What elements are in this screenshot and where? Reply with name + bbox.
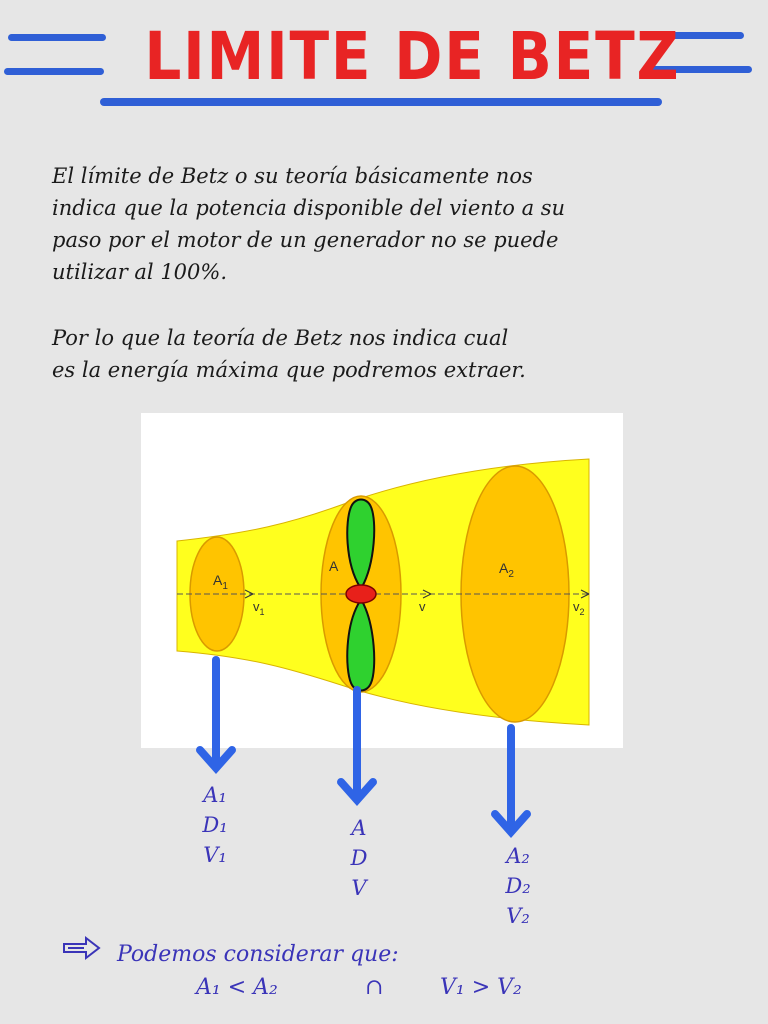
- label-area: A: [351, 816, 367, 840]
- intro-paragraph: El límite de Betz o su teoría básicament…: [52, 160, 742, 288]
- header-line-right-top: [654, 32, 744, 39]
- conclusion-text: Podemos considerar que:: [117, 942, 399, 967]
- blade-top: [346, 498, 376, 588]
- formula-areas: A₁ < A₂: [196, 975, 278, 1000]
- arrow-v: [422, 589, 432, 599]
- label-area-2: A₂: [506, 844, 530, 868]
- label-group-left: A₁ D₁ V₁: [190, 780, 240, 870]
- formula-velocities: V₁ > V₂: [440, 975, 522, 1000]
- header-line-right-bottom: [650, 66, 752, 73]
- label-density-1: D₁: [202, 813, 228, 837]
- label-a: A: [329, 558, 339, 574]
- intro-line: paso por el motor de un generador no se …: [52, 228, 559, 252]
- double-arrow-icon: [62, 935, 102, 967]
- intro-line: indica que la potencia disponible del vi…: [52, 196, 566, 220]
- label-a2: A2: [499, 560, 514, 580]
- label-v: v: [419, 599, 426, 614]
- second-line: es la energía máxima que podremos extrae…: [52, 358, 526, 382]
- label-group-right: A₂ D₂ V₂: [493, 841, 543, 931]
- title-underline: [100, 98, 662, 106]
- arrow-left-head: [196, 746, 236, 775]
- second-paragraph: Por lo que la teoría de Betz nos indica …: [52, 322, 742, 386]
- page-title: LIMITE DE BETZ: [144, 18, 681, 95]
- label-velocity-1: V₁: [203, 843, 227, 867]
- intro-line: utilizar al 100%.: [52, 260, 228, 284]
- hub: [345, 584, 377, 604]
- arrow-v2: [580, 589, 590, 599]
- label-group-middle: A D V: [334, 813, 384, 903]
- conclusion: Podemos considerar que:: [62, 935, 399, 967]
- label-v1: v1: [253, 599, 265, 617]
- label-velocity-2: V₂: [506, 904, 530, 928]
- header-line-left-bottom: [4, 68, 104, 75]
- arrow-v1: [244, 589, 254, 599]
- betz-diagram: A1 A A2 v1 v v2: [141, 413, 623, 748]
- arrow-right-head: [491, 810, 531, 839]
- header-line-left-top: [8, 34, 106, 41]
- label-density-2: D₂: [505, 874, 531, 898]
- intro-line: El límite de Betz o su teoría básicament…: [52, 164, 533, 188]
- formula-join: ∩: [365, 975, 384, 1000]
- label-velocity: V: [351, 876, 367, 900]
- second-line: Por lo que la teoría de Betz nos indica …: [52, 326, 509, 350]
- label-v2: v2: [573, 599, 585, 617]
- arrow-middle-head: [337, 778, 377, 807]
- label-density: D: [350, 846, 368, 870]
- label-a1: A1: [213, 572, 228, 592]
- blade-bottom: [346, 600, 376, 692]
- label-area-1: A₁: [203, 783, 227, 807]
